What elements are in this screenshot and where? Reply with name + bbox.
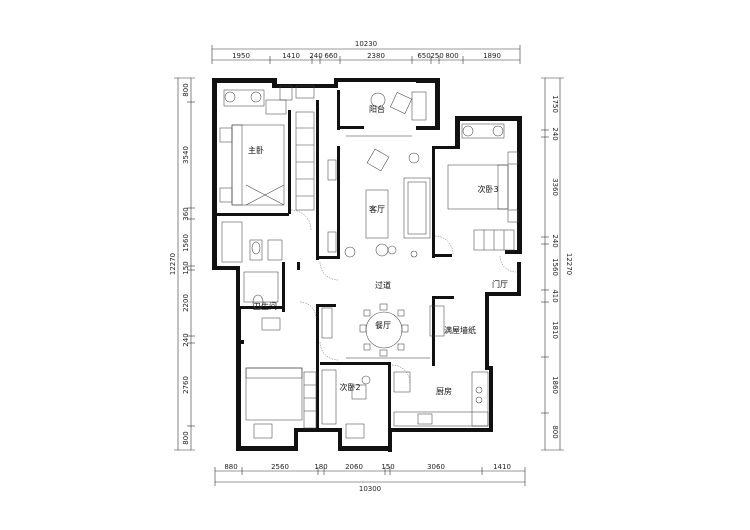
note-wallpaper: 满屋墙纸 bbox=[444, 325, 476, 335]
top-seg-5: 2380 bbox=[367, 52, 385, 60]
bottom-total-label: 10300 bbox=[359, 485, 381, 493]
right-seg-9: 800 bbox=[551, 425, 559, 438]
right-seg-5: 1560 bbox=[551, 258, 559, 276]
left-seg-5: 150 bbox=[182, 261, 190, 274]
right-seg-3: 3360 bbox=[551, 178, 559, 196]
left-seg-2: 3540 bbox=[182, 146, 190, 164]
top-seg-6: 650 bbox=[417, 52, 430, 60]
room-labels: 主卧 阳台 客厅 次卧3 卫生间 过道 门厅 餐厅 满屋墙纸 次卧2 厨房 bbox=[248, 104, 508, 396]
left-total-label: 12270 bbox=[169, 253, 177, 275]
bottom-seg-6: 3060 bbox=[427, 463, 445, 471]
top-dimension-chain: 10230 1950 1410 240 660 2380 650 250 800… bbox=[211, 40, 521, 64]
right-seg-4: 240 bbox=[551, 234, 559, 247]
room-living: 客厅 bbox=[369, 204, 385, 214]
left-seg-3: 360 bbox=[182, 207, 190, 220]
top-seg-4: 660 bbox=[324, 52, 337, 60]
left-dimension-chain: 800 3540 360 1560 150 2200 240 2760 800 … bbox=[169, 77, 195, 451]
bottom-seg-5: 150 bbox=[381, 463, 394, 471]
left-seg-8: 2760 bbox=[182, 376, 190, 394]
room-corridor: 过道 bbox=[375, 280, 391, 290]
room-balcony: 阳台 bbox=[369, 104, 385, 114]
top-seg-9: 1890 bbox=[483, 52, 501, 60]
walls bbox=[212, 78, 522, 452]
left-seg-6: 2200 bbox=[182, 294, 190, 312]
bottom-dimension-chain: 880 2560 180 2060 150 3060 1410 10300 bbox=[214, 463, 526, 493]
right-total-label: 12270 bbox=[565, 253, 573, 275]
master-wardrobe bbox=[295, 111, 315, 211]
master-wardrobe-top bbox=[223, 89, 265, 107]
master-bed bbox=[231, 124, 285, 206]
right-seg-7: 1810 bbox=[551, 321, 559, 339]
room-dining: 餐厅 bbox=[375, 321, 391, 330]
bottom-seg-3: 180 bbox=[314, 463, 327, 471]
sofa bbox=[403, 177, 431, 239]
top-seg-1: 1950 bbox=[232, 52, 250, 60]
top-seg-7: 250 bbox=[430, 52, 443, 60]
right-seg-1: 1750 bbox=[551, 95, 559, 113]
top-seg-8: 800 bbox=[445, 52, 458, 60]
bottom-seg-7: 1410 bbox=[493, 463, 511, 471]
bedroom2-bed bbox=[245, 367, 303, 421]
dining-table bbox=[365, 311, 403, 349]
top-seg-3: 240 bbox=[309, 52, 322, 60]
top-seg-2: 1410 bbox=[282, 52, 300, 60]
left-seg-7: 240 bbox=[182, 333, 190, 346]
left-seg-1: 800 bbox=[182, 83, 190, 96]
coffee-table bbox=[365, 189, 389, 239]
left-seg-9: 800 bbox=[182, 431, 190, 444]
bottom-seg-4: 2060 bbox=[345, 463, 363, 471]
top-total-label: 10230 bbox=[355, 40, 377, 48]
right-seg-2: 240 bbox=[551, 127, 559, 140]
bottom-seg-1: 880 bbox=[224, 463, 237, 471]
room-bathroom: 卫生间 bbox=[253, 301, 277, 311]
balcony-round-table bbox=[370, 92, 386, 108]
left-seg-4: 1560 bbox=[182, 234, 190, 252]
room-entrance: 门厅 bbox=[492, 279, 508, 289]
right-seg-6: 410 bbox=[551, 289, 559, 302]
bottom-seg-2: 2560 bbox=[271, 463, 289, 471]
room-master-bedroom: 主卧 bbox=[248, 145, 264, 155]
room-bedroom3: 次卧3 bbox=[477, 184, 498, 194]
right-seg-8: 1860 bbox=[551, 376, 559, 394]
room-kitchen: 厨房 bbox=[436, 386, 452, 396]
right-dimension-chain: 1750 240 3360 240 1560 410 1810 1860 800… bbox=[541, 77, 573, 451]
room-bedroom2: 次卧2 bbox=[339, 382, 360, 392]
furniture bbox=[219, 85, 519, 439]
